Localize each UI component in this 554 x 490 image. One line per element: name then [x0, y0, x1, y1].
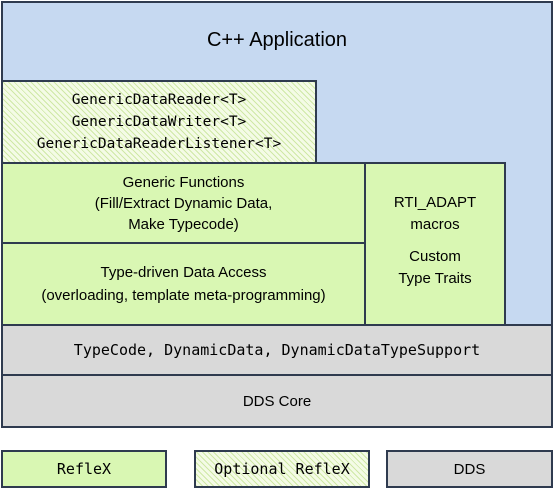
legend-reflex: RefleX [1, 450, 167, 488]
legend-optional-reflex: Optional RefleX [194, 450, 370, 488]
generic-data-writer-label: GenericDataWriter<T> [71, 114, 247, 130]
legend-reflex-label: RefleX [56, 460, 112, 478]
cpp-application-label: C++ Application [206, 29, 348, 51]
generic-functions-detail-2: Make Typecode) [128, 215, 239, 233]
type-driven-access-title: Type-driven Data Access [100, 264, 267, 281]
dds-core-layer: DDS Core [1, 374, 553, 428]
legend-optional-reflex-label: Optional RefleX [214, 460, 350, 478]
generic-types-box: GenericDataReader<T> GenericDataWriter<T… [1, 80, 317, 164]
rti-adapt-label: RTI_ADAPT [393, 194, 477, 211]
type-traits-label: Type Traits [398, 270, 472, 287]
rti-adapt-box: RTI_ADAPT macros Custom Type Traits [364, 162, 506, 326]
legend-dds-label: DDS [453, 460, 486, 478]
generic-data-reader-listener-label: GenericDataReaderListener<T> [36, 136, 282, 152]
typecode-layer: TypeCode, DynamicData, DynamicDataTypeSu… [1, 324, 553, 376]
generic-data-reader-label: GenericDataReader<T> [71, 92, 247, 108]
legend-dds: DDS [386, 450, 553, 488]
dds-core-label: DDS Core [242, 392, 312, 410]
typecode-label: TypeCode, DynamicData, DynamicDataTypeSu… [73, 341, 481, 359]
generic-functions-detail-1: (Fill/Extract Dynamic Data, [94, 194, 273, 212]
custom-label: Custom [409, 248, 461, 265]
type-driven-access-detail: (overloading, template meta-programming) [41, 287, 326, 304]
type-driven-access-box: Type-driven Data Access (overloading, te… [1, 242, 366, 326]
generic-functions-box: Generic Functions (Fill/Extract Dynamic … [1, 162, 366, 244]
macros-label: macros [410, 216, 460, 233]
generic-functions-title: Generic Functions [122, 173, 245, 191]
